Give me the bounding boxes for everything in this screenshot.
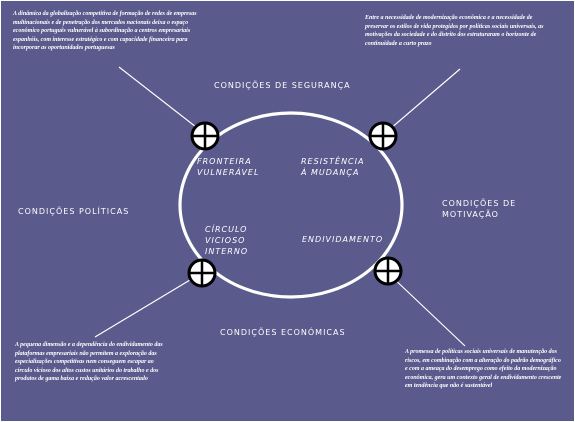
- marker-top-left-icon: [190, 121, 220, 151]
- label-security-conditions: Condições de segurança: [214, 81, 351, 90]
- label-vulnerable-border-line1: Fronteira: [197, 157, 252, 166]
- label-vicious-circle-line1: Círculo: [205, 225, 248, 234]
- label-vulnerable-border-line2: vulnerável: [197, 168, 260, 177]
- label-vicious-circle-line3: interno: [205, 247, 249, 256]
- label-political-conditions: Condições políticas: [18, 207, 130, 216]
- label-vicious-circle-line2: vicioso: [205, 236, 246, 245]
- label-motivation-conditions: Condições de motivação: [442, 198, 516, 220]
- note-bottom-right: A promessa de políticas sociais universa…: [405, 349, 562, 390]
- label-resistance-to-change: Resistência à mudança: [301, 156, 364, 178]
- label-indebtedness: Endividamento: [302, 235, 384, 244]
- note-bottom-left: A pequena dimensão e a dependência do en…: [15, 342, 163, 383]
- connector-top-right: [382, 68, 461, 136]
- connector-bottom-right: [389, 274, 466, 347]
- marker-bottom-right-icon: [373, 256, 403, 286]
- label-motivation-line1: Condições de: [442, 199, 517, 208]
- central-ellipse: [178, 111, 404, 299]
- connector-top-left: [118, 66, 206, 135]
- label-vicious-circle: Círculo vicioso interno: [205, 224, 248, 257]
- label-motivation-line2: motivação: [442, 210, 499, 219]
- connector-bottom-left: [94, 273, 201, 338]
- note-top-left: A dinâmica da globalização competitiva d…: [13, 11, 197, 52]
- label-resistance-line1: Resistência: [301, 157, 365, 166]
- note-top-right: Entre a necessidade de modernização econ…: [365, 15, 544, 47]
- marker-bottom-left-icon: [187, 258, 217, 288]
- label-resistance-line2: à mudança: [301, 168, 360, 177]
- label-economic-conditions: Condições económicas: [220, 328, 346, 337]
- label-vulnerable-border: Fronteira vulnerável: [197, 156, 259, 178]
- marker-top-right-icon: [368, 121, 398, 151]
